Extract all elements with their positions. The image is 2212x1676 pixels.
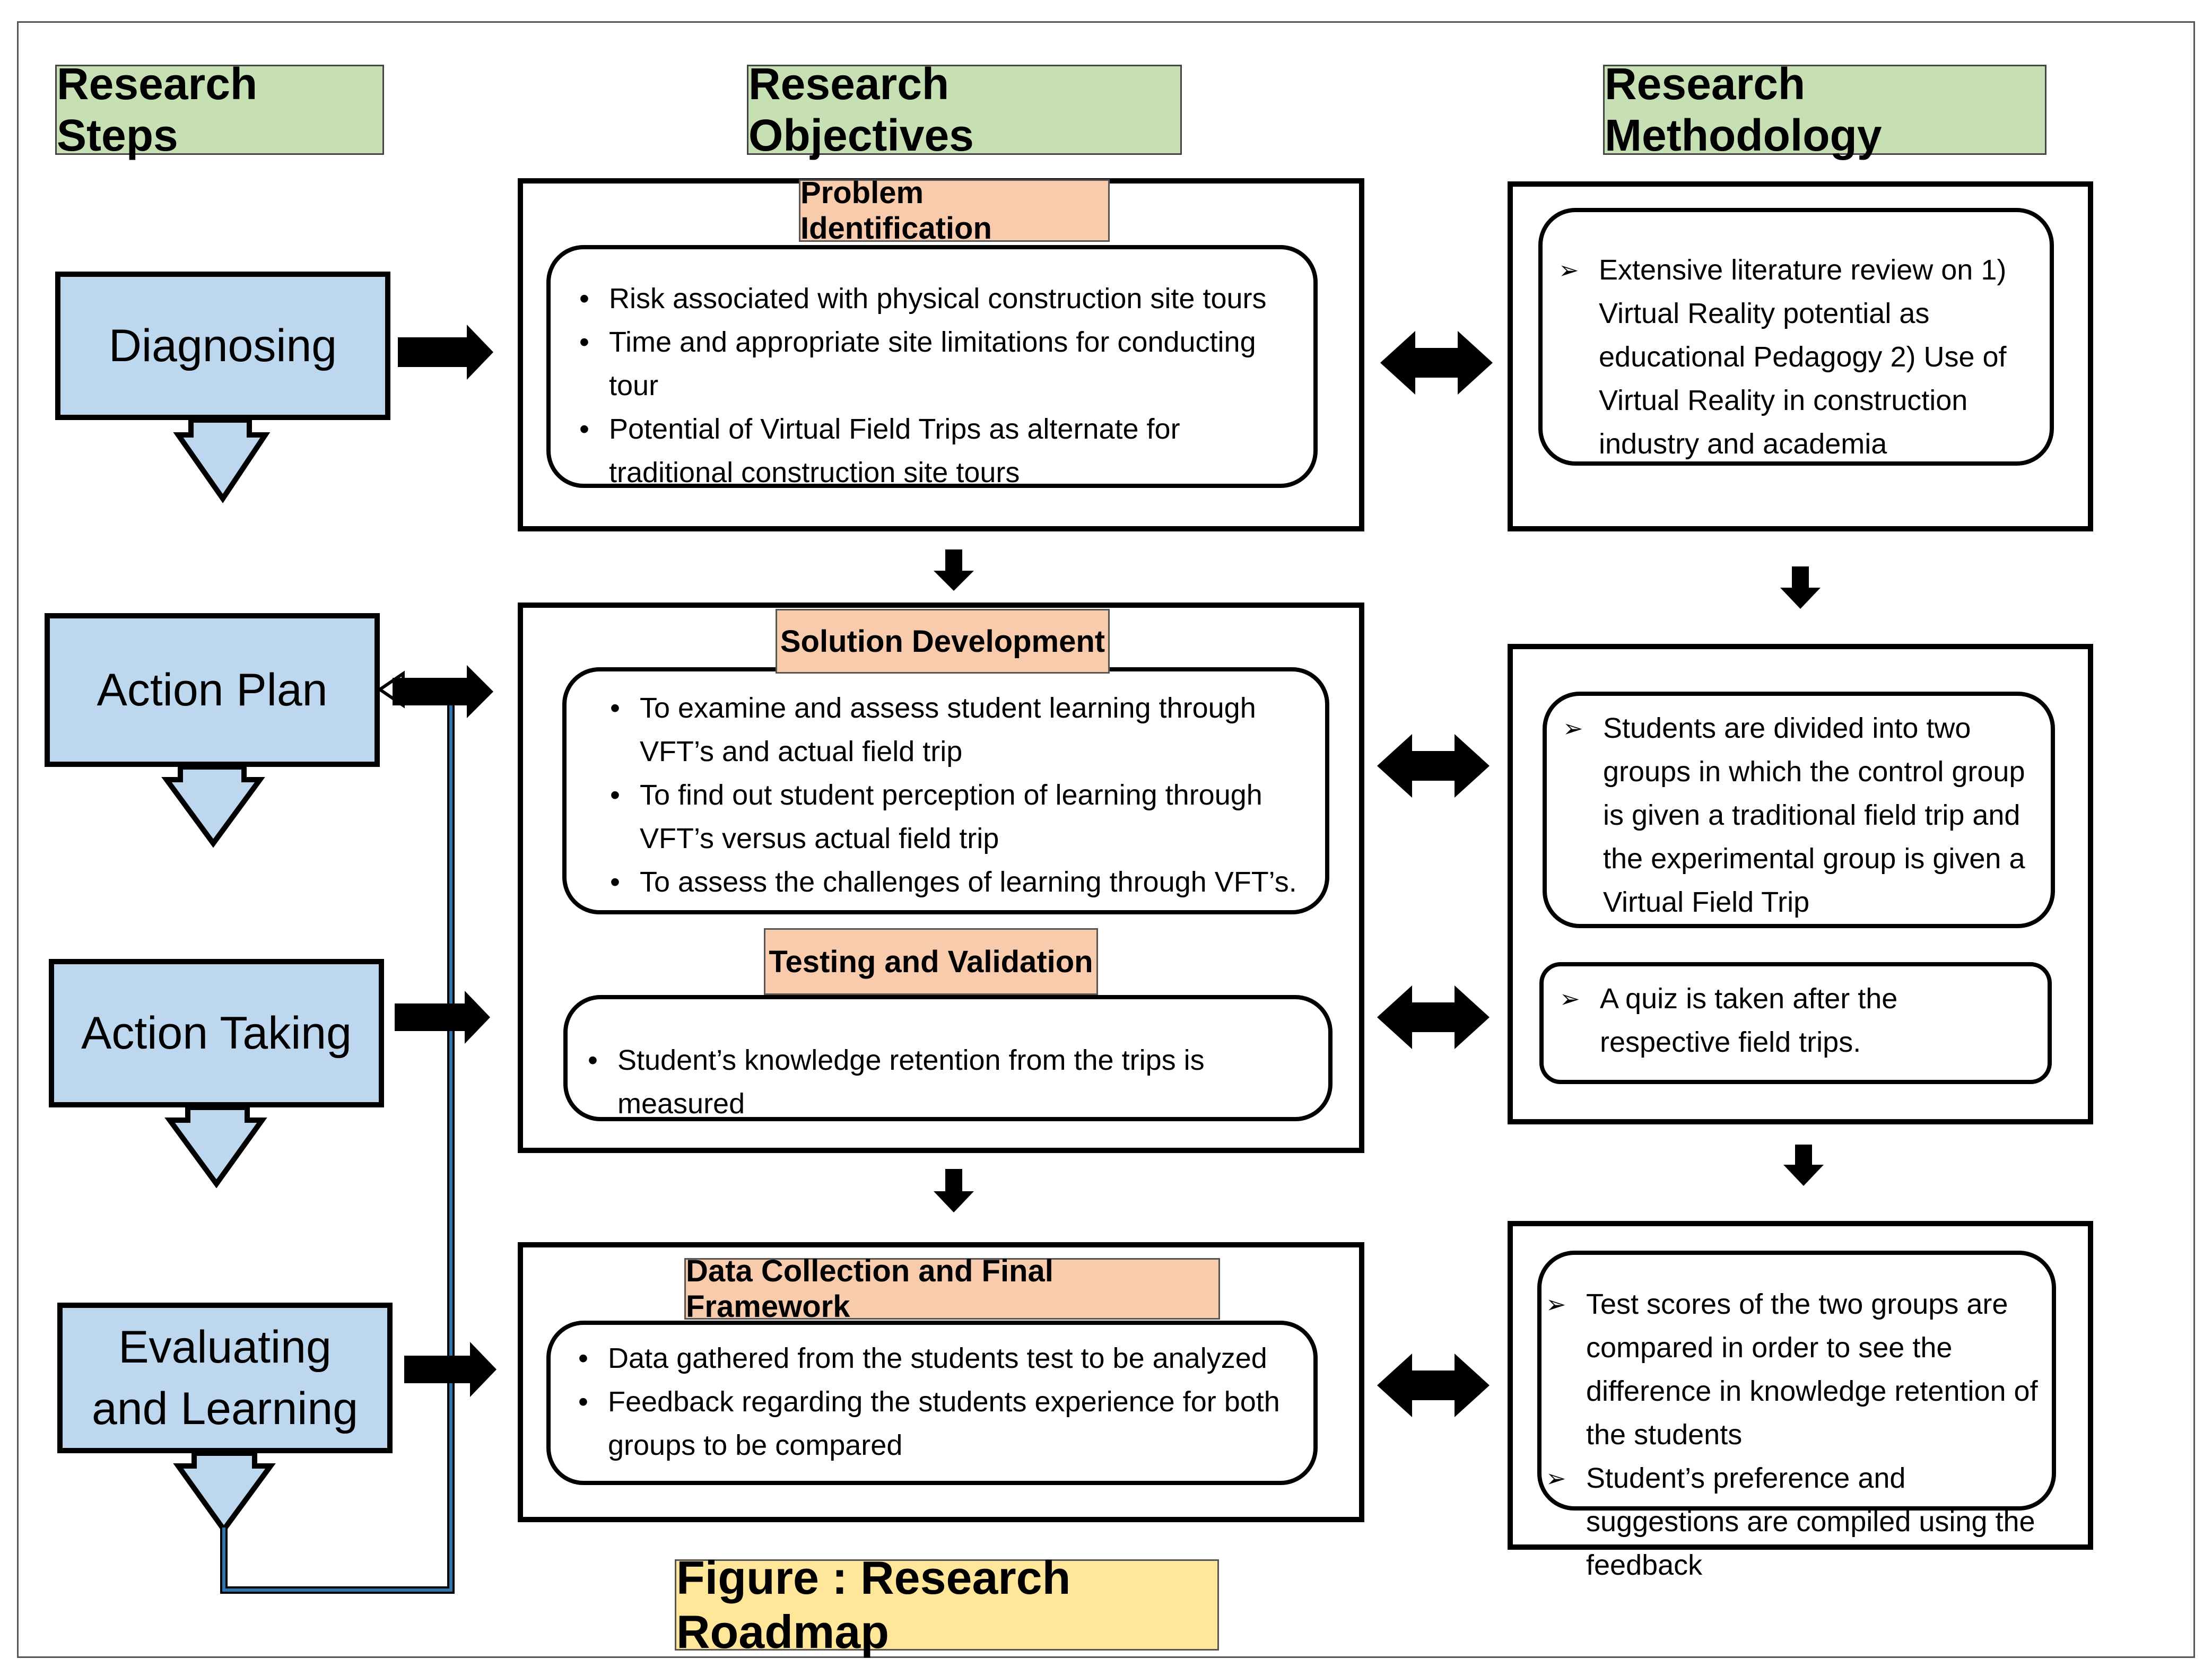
arrow-right-diagnosing: [398, 325, 493, 380]
tag-testing-validation: Testing and Validation: [764, 928, 1098, 995]
header-research-methodology: Research Methodology: [1603, 59, 2046, 160]
list-item: Potential of Virtual Field Trips as alte…: [579, 407, 1292, 494]
list-item: Time and appropriate site limitations fo…: [579, 320, 1292, 407]
down-arrow-action-plan: [161, 764, 265, 848]
arrow-right-evaluating: [404, 1342, 497, 1397]
header-research-steps: Research Steps: [55, 59, 384, 160]
testing-validation-list-box: Student’s knowledge retention from the t…: [563, 995, 1333, 1121]
data-collection-list-box: Data gathered from the students test to …: [546, 1321, 1318, 1485]
methodology-literature-list: Extensive literature review on 1) Virtua…: [1558, 248, 2028, 466]
tag-data-collection: Data Collection and Final Framework: [684, 1254, 1220, 1324]
list-item: Test scores of the two groups are compar…: [1546, 1282, 2041, 1456]
step-action-plan-label: Action Plan: [97, 664, 328, 715]
step-action-taking-label: Action Taking: [81, 1007, 352, 1059]
problem-identification-list: Risk associated with physical constructi…: [579, 277, 1292, 494]
figure-caption: Figure : Research Roadmap: [675, 1551, 1219, 1658]
down-arrow-methodology-2: [1783, 1145, 1824, 1186]
double-arrow-4: [1377, 1354, 1490, 1417]
list-item: To find out student perception of learni…: [610, 773, 1304, 860]
list-item: Student’s preference and suggestions are…: [1546, 1456, 2041, 1587]
list-item: To examine and assess student learning t…: [610, 686, 1304, 773]
methodology-quiz-inner: A quiz is taken after the respective fie…: [1539, 962, 2052, 1084]
double-arrow-3: [1377, 985, 1490, 1049]
arrow-right-action-taking: [395, 991, 490, 1044]
solution-development-list-box: To examine and assess student learning t…: [562, 667, 1329, 914]
step-evaluating-label: Evaluating and Learning: [91, 1321, 359, 1434]
double-arrow-1: [1380, 331, 1493, 395]
list-item: Risk associated with physical constructi…: [579, 277, 1292, 320]
diagram-frame: [17, 21, 2195, 1658]
list-item: Extensive literature review on 1) Virtua…: [1558, 248, 2028, 466]
down-arrow-objectives-1: [934, 549, 974, 591]
tag-solution-development: Solution Development: [776, 609, 1110, 674]
down-arrow-objectives-2: [934, 1169, 974, 1212]
header-research-objectives: Research Objectives: [747, 59, 1182, 160]
step-diagnosing-label: Diagnosing: [108, 320, 337, 371]
solution-development-list: To examine and assess student learning t…: [610, 686, 1304, 904]
list-item: Students are divided into two groups in …: [1563, 706, 2035, 924]
list-item: Student’s knowledge retention from the t…: [588, 1038, 1307, 1125]
step-action-plan: Action Plan: [45, 613, 380, 767]
down-arrow-diagnosing: [173, 417, 271, 503]
methodology-analysis-list: Test scores of the two groups are compar…: [1546, 1282, 2041, 1587]
methodology-quiz-list: A quiz is taken after the respective fie…: [1560, 977, 2032, 1064]
testing-validation-list: Student’s knowledge retention from the t…: [588, 1038, 1307, 1125]
arrow-right-action-plan: [393, 665, 493, 718]
step-evaluating-learning: Evaluating and Learning: [57, 1303, 393, 1453]
data-collection-list: Data gathered from the students test to …: [578, 1337, 1292, 1467]
tag-problem-identification: Problem Identification: [799, 176, 1110, 246]
step-action-taking: Action Taking: [49, 959, 384, 1107]
double-arrow-2: [1377, 734, 1490, 798]
list-item: To assess the challenges of learning thr…: [610, 860, 1304, 904]
methodology-groups-list: Students are divided into two groups in …: [1563, 706, 2035, 924]
step-diagnosing: Diagnosing: [55, 272, 390, 420]
list-item: Feedback regarding the students experien…: [578, 1380, 1292, 1467]
feedback-loop: [220, 686, 455, 1594]
methodology-analysis-inner: Test scores of the two groups are compar…: [1537, 1251, 2056, 1581]
problem-identification-list-box: Risk associated with physical constructi…: [546, 245, 1318, 488]
down-arrow-action-taking: [164, 1105, 267, 1189]
methodology-literature-inner: Extensive literature review on 1) Virtua…: [1538, 208, 2054, 466]
methodology-groups-inner: Students are divided into two groups in …: [1543, 692, 2055, 928]
list-item: A quiz is taken after the respective fie…: [1560, 977, 2032, 1064]
down-arrow-evaluating: [173, 1451, 276, 1534]
list-item: Data gathered from the students test to …: [578, 1337, 1292, 1380]
down-arrow-methodology-1: [1780, 566, 1821, 609]
